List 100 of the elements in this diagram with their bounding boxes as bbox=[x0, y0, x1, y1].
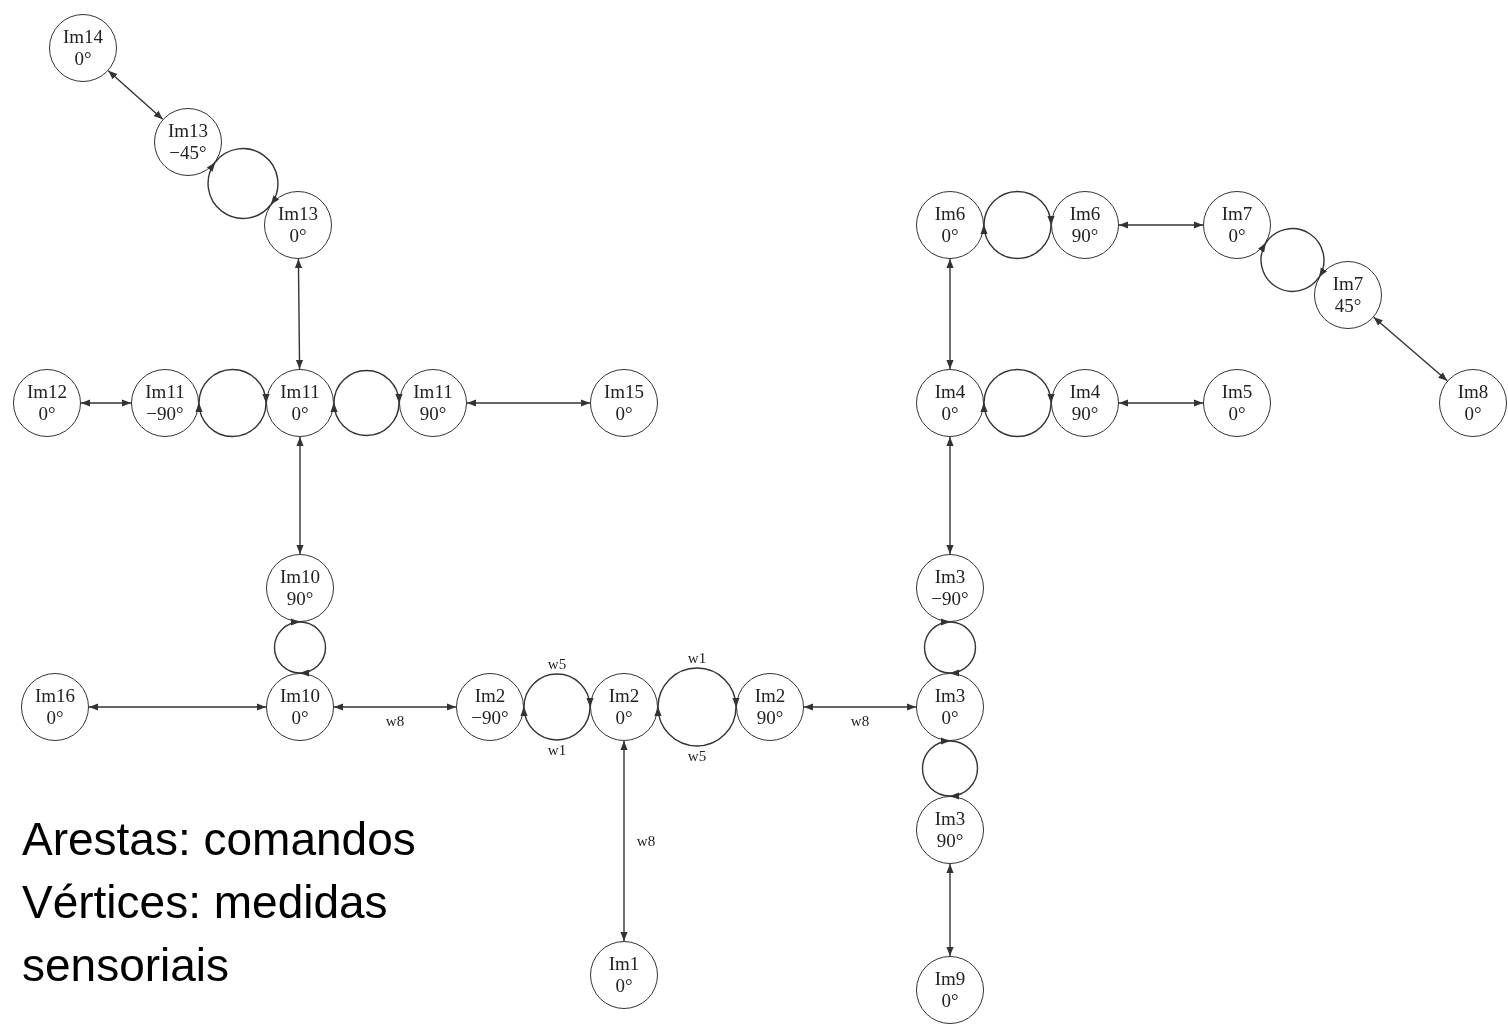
edge-label: w8 bbox=[849, 713, 871, 729]
arrow bbox=[946, 258, 954, 370]
edge-label: w1 bbox=[686, 650, 708, 666]
image-name: Im15 bbox=[603, 381, 645, 403]
angle-label: 90° bbox=[419, 403, 447, 425]
angle-label: −90° bbox=[146, 403, 184, 425]
angle-label: 0° bbox=[941, 403, 959, 425]
arrow bbox=[294, 258, 304, 370]
image-name: Im2 bbox=[474, 685, 506, 707]
rotation-arrow bbox=[923, 618, 951, 674]
rotation-arrow bbox=[299, 621, 327, 677]
edge-label: w5 bbox=[686, 748, 708, 764]
image-name: Im6 bbox=[934, 203, 966, 225]
arrow bbox=[107, 70, 164, 120]
note-text: Arestas: comandos bbox=[22, 812, 417, 867]
image-name: Im4 bbox=[934, 381, 966, 403]
rotation-arrow bbox=[980, 402, 1052, 438]
rotation-arrow bbox=[195, 402, 267, 438]
image-name: Im11 bbox=[280, 381, 320, 403]
image-name: Im6 bbox=[1069, 203, 1101, 225]
image-name: Im16 bbox=[34, 685, 76, 707]
image-name: Im2 bbox=[608, 685, 640, 707]
image-name: Im1 bbox=[608, 953, 640, 975]
rotation-arrow bbox=[214, 147, 279, 206]
rotation-arrow bbox=[983, 368, 1055, 404]
arrow bbox=[1118, 221, 1204, 229]
arrow bbox=[88, 703, 267, 711]
angle-label: 0° bbox=[74, 48, 92, 70]
angle-label: 0° bbox=[615, 975, 633, 997]
arrow bbox=[620, 740, 628, 942]
edge-label: w1 bbox=[546, 742, 568, 758]
image-name: Im7 bbox=[1221, 203, 1253, 225]
angle-label: 0° bbox=[1228, 403, 1246, 425]
angle-label: 45° bbox=[1334, 295, 1362, 317]
angle-label: 0° bbox=[941, 990, 959, 1012]
angle-label: 90° bbox=[756, 707, 784, 729]
image-name: Im13 bbox=[277, 203, 319, 225]
rotation-arrow bbox=[333, 369, 403, 404]
image-name: Im10 bbox=[279, 685, 321, 707]
angle-label: 90° bbox=[1071, 225, 1099, 247]
arrow bbox=[1373, 316, 1448, 382]
rotation-arrow bbox=[198, 368, 270, 404]
edge-label: w8 bbox=[635, 833, 657, 849]
angle-label: −90° bbox=[471, 707, 509, 729]
rotation-arrow bbox=[520, 706, 591, 741]
angle-label: 0° bbox=[289, 225, 307, 247]
image-name: Im11 bbox=[413, 381, 453, 403]
angle-label: 0° bbox=[1464, 403, 1482, 425]
image-name: Im3 bbox=[934, 566, 966, 588]
angle-label: 0° bbox=[615, 403, 633, 425]
rotation-arrow bbox=[273, 618, 301, 674]
arrow bbox=[946, 436, 954, 555]
rotation-arrow bbox=[1258, 242, 1320, 293]
angle-label: −90° bbox=[931, 588, 969, 610]
rotation-arrow bbox=[207, 161, 272, 220]
angle-label: 90° bbox=[936, 830, 964, 852]
image-name: Im10 bbox=[279, 566, 321, 588]
image-name: Im11 bbox=[145, 381, 185, 403]
image-name: Im3 bbox=[934, 808, 966, 830]
rotation-arrow bbox=[523, 673, 594, 708]
image-name: Im9 bbox=[934, 968, 966, 990]
arrow bbox=[1118, 399, 1204, 407]
arrow bbox=[333, 703, 457, 711]
angle-label: 0° bbox=[38, 403, 56, 425]
angle-label: 90° bbox=[286, 588, 314, 610]
angle-label: 0° bbox=[941, 225, 959, 247]
image-name: Im12 bbox=[26, 381, 68, 403]
angle-label: 90° bbox=[1071, 403, 1099, 425]
arrow bbox=[80, 399, 132, 407]
rotation-arrow bbox=[921, 737, 951, 797]
arrow bbox=[803, 703, 917, 711]
rotation-arrow bbox=[980, 224, 1052, 260]
angle-label: 0° bbox=[1228, 225, 1246, 247]
rotation-arrow bbox=[983, 190, 1055, 226]
image-name: Im8 bbox=[1457, 381, 1489, 403]
edge-label: w5 bbox=[546, 656, 568, 672]
image-name: Im7 bbox=[1332, 273, 1364, 295]
arrow bbox=[296, 436, 304, 555]
angle-label: 0° bbox=[291, 403, 309, 425]
rotation-arrow bbox=[330, 402, 400, 437]
image-name: Im2 bbox=[754, 685, 786, 707]
angle-label: 0° bbox=[615, 707, 633, 729]
rotation-arrow bbox=[1265, 227, 1327, 278]
rotation-arrow bbox=[654, 706, 737, 747]
arrow bbox=[946, 863, 954, 957]
rotation-arrow bbox=[949, 740, 979, 800]
angle-label: 0° bbox=[941, 707, 959, 729]
image-name: Im4 bbox=[1069, 381, 1101, 403]
rotation-arrow bbox=[949, 621, 977, 677]
note-text: Vértices: medidas sensoriais bbox=[22, 875, 389, 993]
image-name: Im13 bbox=[167, 120, 209, 142]
edge-label: w8 bbox=[384, 713, 406, 729]
arrow bbox=[466, 399, 591, 407]
angle-label: −45° bbox=[169, 142, 207, 164]
image-name: Im5 bbox=[1221, 381, 1253, 403]
image-name: Im3 bbox=[934, 685, 966, 707]
rotation-arrow bbox=[657, 667, 740, 708]
angle-label: 0° bbox=[46, 707, 64, 729]
image-name: Im14 bbox=[62, 26, 104, 48]
angle-label: 0° bbox=[291, 707, 309, 729]
